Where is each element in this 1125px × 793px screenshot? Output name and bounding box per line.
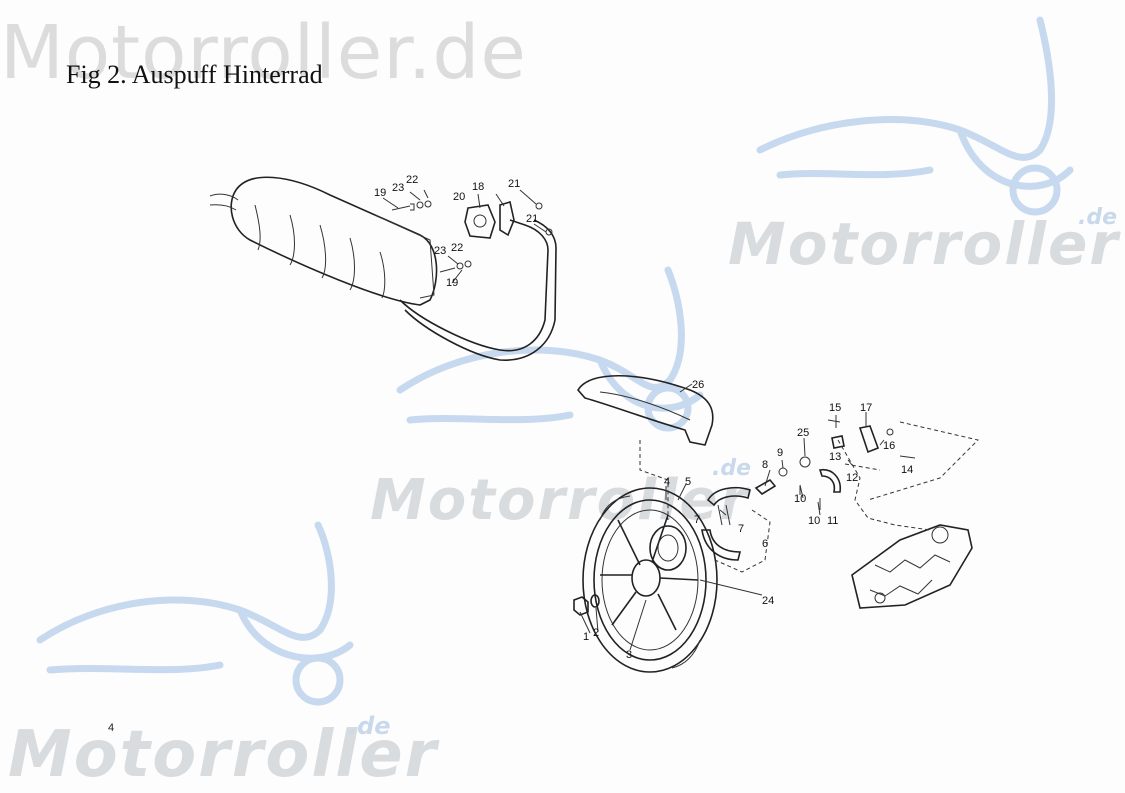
part-label-10b: 10 (808, 515, 820, 527)
watermark-center-suffix: .de (712, 456, 752, 481)
wheel-nut-and-washer (573, 594, 600, 616)
part-label-14: 14 (901, 464, 913, 476)
part-label-23b: 23 (434, 245, 446, 257)
part-label-13: 13 (829, 451, 841, 463)
muffler-bolts (391, 200, 553, 273)
part-label-17: 17 (860, 402, 872, 414)
part-label-16: 16 (883, 440, 895, 452)
brake-shoes (701, 486, 751, 561)
part-label-11: 11 (827, 515, 838, 527)
assembly-guide-lines (639, 421, 979, 573)
part-label-19b: 19 (446, 277, 458, 289)
muffler (209, 176, 557, 361)
watermark-scooter-logo-bottom-left (36, 521, 354, 706)
part-label-25: 25 (797, 427, 809, 439)
gear-case (851, 524, 973, 609)
part-label-21a: 21 (508, 178, 520, 190)
watermark-right-suffix: .de (1078, 205, 1118, 230)
part-label-26: 26 (692, 379, 704, 391)
part-number-labels: 1 2 3 4 5 6 7 7 8 9 10 10 11 12 13 14 15… (374, 174, 913, 661)
part-label-22b: 22 (451, 242, 463, 254)
exhaust-flange (499, 200, 515, 237)
part-label-12: 12 (846, 472, 858, 484)
part-label-23a: 23 (392, 182, 404, 194)
part-label-2: 2 (593, 627, 599, 639)
part-label-3: 3 (626, 649, 632, 661)
page-number: 4 (108, 722, 115, 734)
part-label-18: 18 (472, 181, 484, 193)
part-label-4: 4 (664, 476, 670, 488)
watermark-right: Motorroller (728, 210, 1120, 278)
brake-arm-parts (754, 419, 916, 516)
part-label-21b: 21 (526, 213, 538, 225)
watermark-scooter-logo-right (756, 16, 1074, 216)
figure-title: Fig 2. Auspuff Hinterrad (66, 60, 323, 89)
watermark-bottom-left-suffix: .de (348, 712, 391, 740)
watermark-scooter-logo-center (396, 266, 704, 432)
brake-hub (649, 525, 687, 571)
part-label-22a: 22 (406, 174, 418, 186)
rear-mudguard (577, 374, 714, 446)
rear-wheel (582, 487, 718, 673)
part-label-8: 8 (762, 459, 768, 471)
part-label-6: 6 (762, 538, 768, 550)
exhaust-gasket (464, 204, 496, 239)
watermark-top-left: Motorroller.de (0, 10, 527, 96)
watermark-bottom-left: Motorroller (8, 718, 439, 792)
part-label-1: 1 (583, 631, 589, 643)
part-label-7a: 7 (694, 514, 700, 526)
part-label-15: 15 (829, 402, 841, 414)
part-label-20: 20 (453, 191, 465, 203)
part-label-24: 24 (762, 595, 774, 607)
part-label-9: 9 (777, 447, 783, 459)
part-label-7b: 7 (738, 523, 744, 535)
part-label-5: 5 (685, 476, 691, 488)
leader-lines (382, 189, 885, 651)
part-label-19a: 19 (374, 187, 386, 199)
part-label-10a: 10 (794, 493, 806, 505)
